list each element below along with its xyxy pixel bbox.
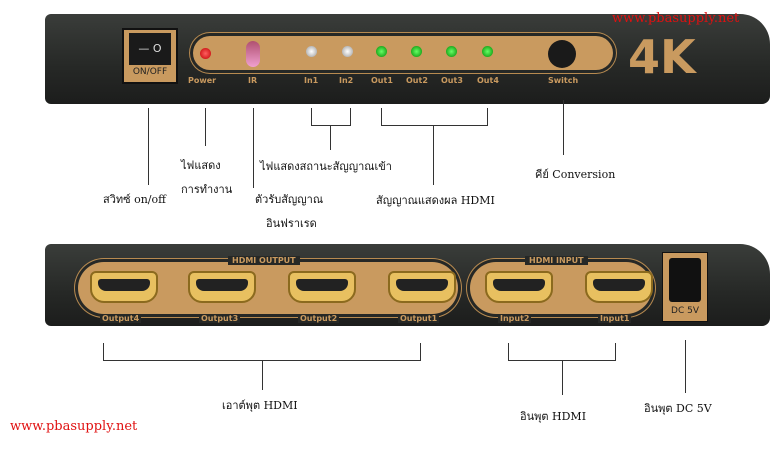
switch-button[interactable]	[548, 40, 576, 68]
hdmi-output1-port[interactable]	[388, 271, 456, 303]
indicator-panel	[193, 36, 613, 70]
dc-jack[interactable]: DC 5V	[662, 252, 708, 322]
power-led	[200, 48, 211, 59]
label-out1: Out1	[371, 76, 393, 85]
label-power: Power	[188, 76, 217, 85]
in1-led	[306, 46, 317, 57]
label-ir: IR	[248, 76, 258, 85]
leader-line	[148, 108, 149, 185]
leader-line	[311, 125, 351, 126]
hdmi-input1-port[interactable]	[585, 271, 653, 303]
label-in2: In2	[339, 76, 354, 85]
leader-line	[381, 108, 382, 125]
annotation-ir-2: อินฟราเรด	[266, 217, 317, 230]
switch-rocker: — O	[129, 33, 171, 65]
switch-label: ON/OFF	[132, 67, 168, 77]
annotation-switch: สวิทซ์ on/off	[103, 193, 166, 206]
label-output3: Output3	[199, 314, 241, 323]
leader-line	[563, 100, 564, 155]
out4-led	[482, 46, 493, 57]
annotation-power-1: ไฟแสดง	[181, 159, 221, 172]
hdmi-output-title: HDMI OUTPUT	[228, 256, 300, 265]
annotation-hdmi-output: เอาต์พุต HDMI	[222, 399, 298, 412]
label-input1: Input1	[598, 314, 632, 323]
leader-line	[205, 108, 206, 146]
leader-line	[330, 125, 331, 150]
dc-label: DC 5V	[671, 306, 699, 316]
leader-line	[508, 343, 509, 360]
label-out3: Out3	[441, 76, 463, 85]
label-switch: Switch	[548, 76, 579, 85]
leader-line	[350, 108, 351, 125]
out2-led	[411, 46, 422, 57]
label-out2: Out2	[406, 76, 428, 85]
out3-led	[446, 46, 457, 57]
watermark-bottom: www.pbasupply.net	[10, 419, 138, 434]
label-output1: Output1	[398, 314, 440, 323]
annotation-output-status: สัญญาณแสดงผล HDMI	[376, 194, 495, 207]
ir-receiver	[246, 41, 260, 67]
brand-4k: 4K	[628, 30, 696, 84]
watermark-top: www.pbasupply.net	[612, 11, 740, 26]
hdmi-output3-port[interactable]	[188, 271, 256, 303]
annotation-dc-input: อินพุต DC 5V	[644, 402, 712, 415]
leader-line	[685, 340, 686, 393]
annotation-ir-1: ตัวรับสัญญาณ	[255, 193, 324, 206]
label-in1: In1	[304, 76, 319, 85]
label-output2: Output2	[298, 314, 340, 323]
out1-led	[376, 46, 387, 57]
leader-line	[253, 108, 254, 188]
leader-line	[487, 108, 488, 125]
in2-led	[342, 46, 353, 57]
leader-line	[311, 108, 312, 125]
annotation-input-status: ไฟแสดงสถานะสัญญาณเข้า	[260, 160, 392, 173]
annotation-power-2: การทำงาน	[181, 183, 233, 196]
leader-line	[103, 343, 104, 360]
annotation-switch-key: คีย์ Conversion	[535, 168, 616, 181]
annotation-hdmi-input: อินพุต HDMI	[520, 410, 587, 423]
leader-line	[433, 125, 434, 185]
label-output4: Output4	[100, 314, 142, 323]
leader-line	[381, 125, 488, 126]
hdmi-output4-port[interactable]	[90, 271, 158, 303]
hdmi-input2-port[interactable]	[485, 271, 553, 303]
label-out4: Out4	[477, 76, 499, 85]
leader-line	[615, 343, 616, 360]
leader-line	[562, 360, 563, 395]
power-switch[interactable]: — O ON/OFF	[122, 28, 178, 84]
label-input2: Input2	[498, 314, 532, 323]
leader-line	[420, 343, 421, 360]
leader-line	[262, 360, 263, 390]
hdmi-input-title: HDMI INPUT	[525, 256, 588, 265]
hdmi-output2-port[interactable]	[288, 271, 356, 303]
dc-socket	[669, 258, 701, 302]
